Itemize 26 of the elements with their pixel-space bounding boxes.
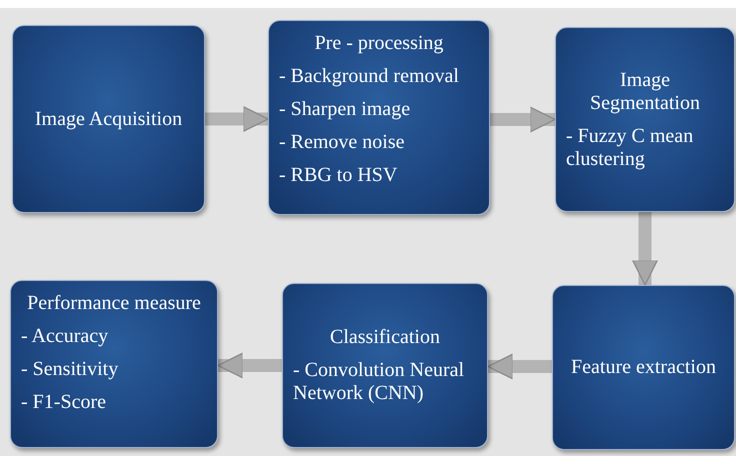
step-detail: - Sensitivity xyxy=(21,358,120,381)
step-detail: - F1-Score xyxy=(21,391,107,414)
arrow xyxy=(205,106,269,132)
step-detail: - Background removal xyxy=(279,65,460,88)
step-detail: - Fuzzy C mean clustering xyxy=(566,124,694,170)
step-detail: - Convolution Neural Network (CNN) xyxy=(293,359,466,405)
arrow xyxy=(217,352,282,378)
process-box xyxy=(268,20,490,215)
step-detail: - Sharpen image xyxy=(279,98,412,121)
step-title: Performance measure xyxy=(26,292,202,315)
arrow xyxy=(632,212,658,286)
process-box xyxy=(282,283,488,448)
step-title: Pre - processing xyxy=(314,32,444,55)
step-title: Feature extraction xyxy=(570,356,717,379)
step-title: Image Acquisition xyxy=(34,108,184,130)
arrow xyxy=(490,106,556,132)
step-detail: - Accuracy xyxy=(21,325,110,348)
process-box xyxy=(552,285,735,450)
step-detail: - Remove noise xyxy=(279,131,406,154)
arrow xyxy=(487,354,552,380)
process-box xyxy=(555,27,735,212)
step-detail: - RBG to HSV xyxy=(279,164,398,187)
step-title: Image Segmentation xyxy=(589,68,701,114)
step-title: Classification xyxy=(329,326,441,349)
process-box xyxy=(10,280,218,448)
process-box xyxy=(12,25,205,213)
